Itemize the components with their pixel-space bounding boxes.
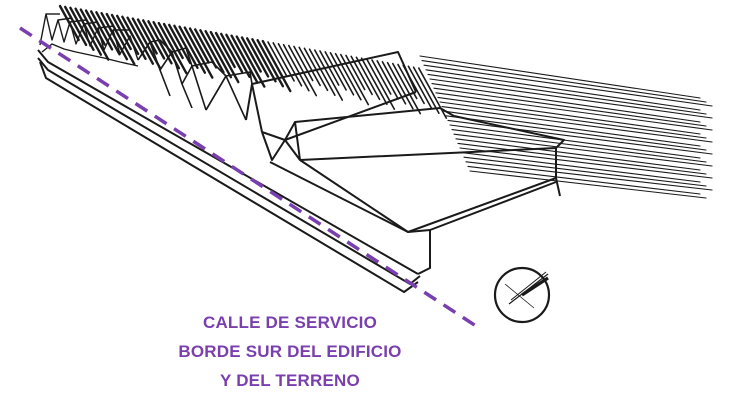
sawtooth-roof-small [39, 13, 139, 67]
roof-line-stroke [459, 147, 713, 179]
roof-hatch-stroke [308, 48, 336, 96]
roof-hatch-stroke [267, 41, 288, 77]
roof-line-stroke [423, 64, 713, 107]
roof-line-stroke [451, 129, 707, 163]
roof-line-stroke [429, 78, 713, 119]
roof-line-stroke [453, 133, 713, 167]
roof-hatch-stroke [371, 59, 392, 95]
roof-line-stroke [439, 101, 707, 139]
north-arrow-icon [493, 266, 551, 324]
roof-line-stroke [467, 165, 701, 195]
roof-hatch-stroke [329, 51, 355, 96]
roof-hatch-stroke [95, 11, 121, 56]
roof-hatch-stroke [167, 23, 192, 65]
roof-hatch-stroke [282, 43, 310, 92]
roof-hatch-stroke [324, 51, 347, 91]
roof-line-stroke [447, 119, 713, 155]
roof-hatch-stroke [376, 60, 399, 100]
roof-hatch-stroke [141, 19, 166, 60]
roof-hatch-stroke [209, 30, 240, 84]
roof-hatch-stroke [219, 32, 244, 74]
roof-hatch-stroke [407, 65, 433, 110]
roof-hatch-stroke [345, 54, 366, 91]
roof-hatch-stroke [214, 31, 236, 69]
roof-hatch-stroke [157, 21, 188, 75]
roof-hatch-stroke [225, 33, 251, 79]
roof-hatch-stroke [287, 44, 318, 97]
roof-line-stroke [435, 92, 713, 131]
roof-line-stroke [419, 55, 701, 99]
roof-hatch-stroke [173, 24, 199, 70]
roof-line-stroke [421, 60, 707, 103]
roof-line-stroke [457, 142, 707, 175]
roof-hatch-stroke [188, 27, 210, 64]
sawtooth-roof-medium [137, 39, 253, 121]
roof-hatch-stroke [183, 26, 214, 79]
roof-hatch-stroke [136, 18, 158, 55]
roof-hatch-stroke [235, 35, 266, 88]
roof-line-stroke [461, 152, 701, 183]
roof-hatch-stroke [298, 46, 321, 87]
roof-hatch-stroke [293, 45, 314, 82]
roof-hatch-stroke [360, 57, 388, 105]
roof-hatch-stroke [162, 22, 184, 60]
sawtooth-roof-large [37, 49, 565, 293]
roof-line-stroke [465, 161, 713, 191]
roof-hatch-stroke [126, 16, 155, 65]
roof-hatch-stroke [89, 10, 114, 51]
roof-hatch-stroke [204, 30, 233, 79]
roof-hatch-stroke [115, 14, 140, 56]
roof-hatch-stroke [350, 55, 373, 96]
roof-line-stroke [455, 138, 701, 171]
roof-line-stroke [425, 69, 701, 111]
roof-hatch-stroke [63, 5, 88, 47]
roof-line-stroke [441, 106, 713, 143]
roof-line-stroke [427, 73, 707, 115]
roof-line-stroke [445, 115, 707, 151]
roof-line-stroke [431, 83, 701, 123]
caption-line-1: CALLE DE SERVICIO [202, 313, 378, 332]
roof-hatch-stroke [355, 56, 381, 101]
roof-hatch-stroke [334, 52, 362, 101]
roof-line-stroke [463, 156, 707, 187]
roof-hatch-stroke [230, 34, 259, 83]
roof-hatch-stroke [193, 28, 218, 69]
roof-hatch-stroke [245, 37, 270, 78]
roof-hatch-stroke [251, 38, 277, 83]
roof-line-stroke [443, 110, 701, 147]
roof-hatch-stroke [105, 12, 136, 66]
roof-hatch-stroke [277, 42, 303, 87]
roof-hatch-stroke [386, 61, 414, 110]
roof-lines-right [419, 55, 713, 199]
roof-hatch-stroke [110, 13, 132, 51]
roof-hatch-stroke [147, 20, 173, 65]
roof-hatch-stroke [412, 66, 440, 114]
roof-hatch-stroke [313, 49, 344, 101]
roof-line-stroke [449, 124, 701, 159]
roof-hatch-stroke [74, 7, 103, 56]
roof-line-stroke [469, 170, 707, 199]
roof-hatch-stroke [121, 15, 147, 60]
roof-hatch-stroke [391, 62, 422, 115]
roof-hatch-stroke [199, 29, 225, 74]
caption-line-2: BORDE SUR DEL EDIFICIO [178, 342, 402, 361]
caption-line-3: Y DEL TERRENO [220, 371, 360, 390]
roof-line-stroke [433, 87, 707, 127]
roof-hatch-stroke [261, 39, 292, 93]
roof-hatch-stroke [240, 36, 262, 73]
roof-line-stroke [437, 96, 701, 135]
